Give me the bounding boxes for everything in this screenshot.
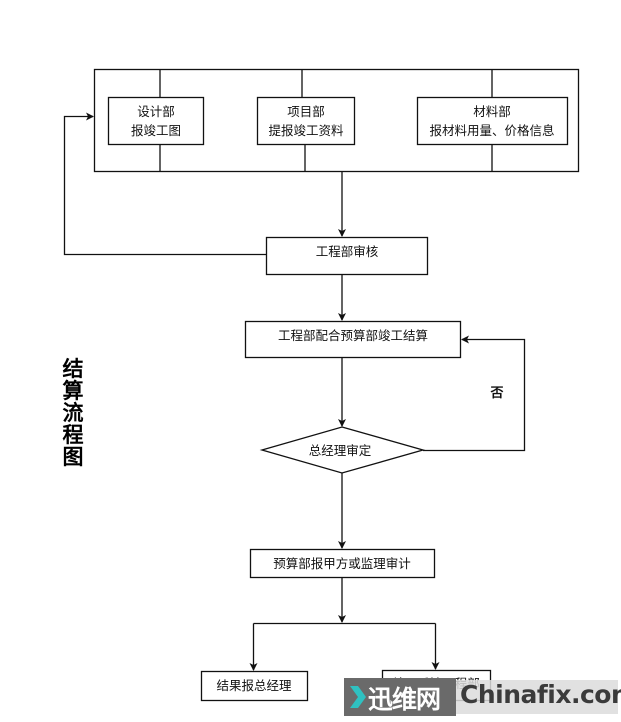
title-char: 算 <box>63 379 84 403</box>
node-gm-approve-label: 总经理审定 <box>309 443 372 458</box>
watermark-cn-text: 迅维网 <box>368 685 441 714</box>
title-char: 结 <box>63 357 84 381</box>
node-audit-label: 预算部报甲方或监理审计 <box>273 556 411 571</box>
vertical-title: 结 算 流 程 图 <box>63 357 84 469</box>
department-group-box <box>93 68 580 173</box>
title-char: 程 <box>63 423 84 447</box>
node-design[interactable] <box>107 96 205 146</box>
node-material[interactable] <box>416 96 569 146</box>
node-settlement[interactable] <box>244 320 462 359</box>
node-project[interactable] <box>256 96 356 146</box>
node-report-gm-label: 结果报总经理 <box>216 678 292 693</box>
node-project-title: 项目部 <box>287 104 325 119</box>
chevron-right-icon <box>350 686 366 708</box>
node-material-desc: 报材料用量、价格信息 <box>429 123 554 138</box>
watermark-en-text: Chinafix.com <box>460 680 621 709</box>
node-design-title: 设计部 <box>137 104 175 119</box>
arrow-no-loop <box>423 335 526 452</box>
node-project-desc: 提报竣工资料 <box>268 123 344 138</box>
node-settlement-label: 工程部配合预算部竣工结算 <box>278 328 428 343</box>
node-eng-review-label: 工程部审核 <box>316 244 379 259</box>
node-report-gm[interactable] <box>200 670 309 702</box>
node-eng-review[interactable] <box>265 236 429 276</box>
edge-no-label: 否 <box>489 386 503 401</box>
node-design-desc: 报竣工图 <box>131 123 181 138</box>
title-char: 流 <box>63 401 84 425</box>
title-char: 图 <box>63 445 84 469</box>
node-audit[interactable] <box>249 548 436 579</box>
arrow-review-loop <box>63 112 267 256</box>
node-material-title: 材料部 <box>473 104 511 119</box>
watermark-light-panel <box>456 680 618 714</box>
